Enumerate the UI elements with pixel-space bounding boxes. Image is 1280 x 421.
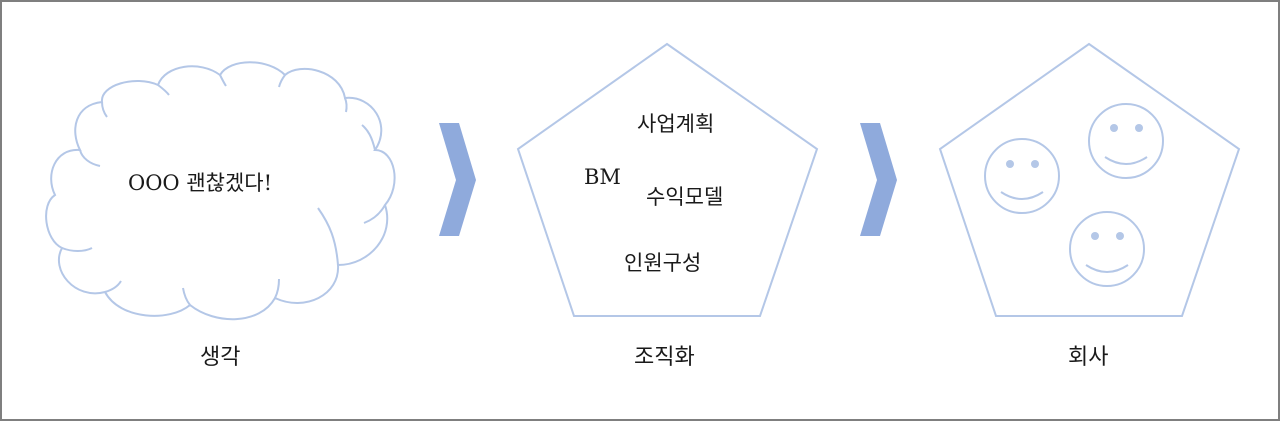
- smiley-face-icon: [1088, 103, 1164, 179]
- company-pentagon-shape: [938, 42, 1241, 317]
- bm-label: BM: [584, 165, 621, 189]
- thought-cloud-shape: [45, 61, 396, 321]
- caption-company: 회사: [1068, 345, 1109, 370]
- staffing-label: 인원구성: [624, 251, 702, 275]
- caption-organize: 조직화: [634, 345, 695, 370]
- smiley-face-icon: [1069, 211, 1145, 287]
- business-plan-label: 사업계획: [637, 112, 715, 136]
- chevron-arrow-icon: [860, 123, 897, 236]
- cloud-thought-text: OOO 괜찮겠다!: [128, 171, 273, 195]
- revenue-model-label: 수익모델: [646, 185, 724, 209]
- smiley-face-icon: [984, 138, 1060, 214]
- organize-pentagon-shape: [516, 42, 819, 317]
- caption-idea: 생각: [200, 345, 241, 370]
- chevron-arrow-icon: [439, 123, 476, 236]
